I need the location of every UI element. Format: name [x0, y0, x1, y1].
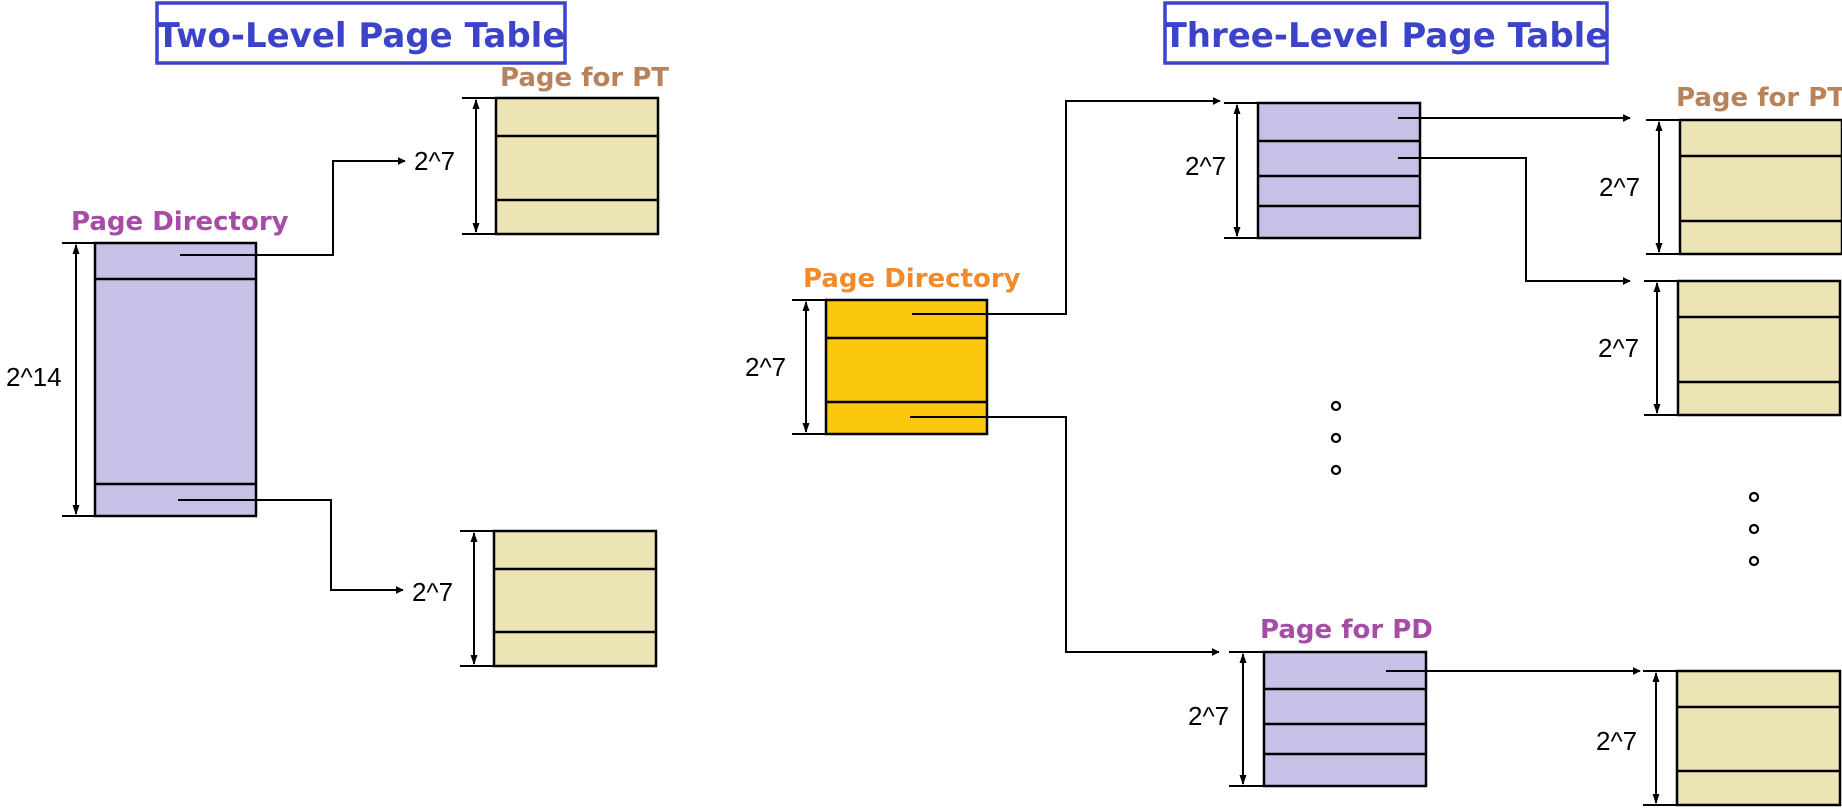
three-level-pt-3-dimension: 2^7: [1596, 670, 1677, 806]
two-level-directory-box: [93, 241, 258, 518]
three-level-title-box: [1163, 1, 1609, 65]
three-level-ellipsis-right: [1748, 491, 1760, 567]
three-level-pt-1: [1678, 118, 1842, 256]
three-level-arrow-dir-to-pd-bottom: [910, 416, 1220, 656]
three-level-directory-label: Page Directory: [803, 264, 1021, 294]
two-level-arrow-bottom: [178, 499, 404, 594]
three-level-top-directory: [824, 298, 989, 436]
three-level-pt-2-size: 2^7: [1598, 333, 1639, 363]
three-level-pt-1-size: 2^7: [1599, 172, 1640, 202]
three-level-top-directory-size: 2^7: [745, 352, 786, 382]
three-level-pd-top-dimension: 2^7: [1185, 102, 1258, 239]
two-level-directory-size: 2^14: [6, 362, 62, 392]
three-level-pt-3-size: 2^7: [1596, 726, 1637, 756]
two-level-arrow-top: [180, 157, 406, 256]
two-level-page-table-bottom-dimension: 2^7: [412, 530, 494, 667]
two-level-page-table-top-size: 2^7: [414, 146, 455, 176]
three-level-top-directory-dimension: 2^7: [745, 299, 826, 435]
two-level-page-table-bottom-size: 2^7: [412, 577, 453, 607]
three-level-section: Three-Level Page Table Page Directory 2^…: [745, 1, 1842, 807]
two-level-section: Two-Level Page Table Page Directory 2^14…: [6, 1, 669, 668]
three-level-ellipsis-middle: [1330, 400, 1342, 476]
three-level-pd-bottom-dimension: 2^7: [1188, 651, 1264, 787]
three-level-pd-top-size: 2^7: [1185, 151, 1226, 181]
three-level-pt-2-dimension: 2^7: [1598, 280, 1678, 416]
three-level-arrow-pd-top-to-pt-2: [1398, 157, 1631, 285]
three-level-title: Three-Level Page Table: [1164, 16, 1609, 56]
three-level-pt-2: [1676, 279, 1842, 417]
two-level-title-box: [155, 1, 567, 65]
two-level-title: Two-Level Page Table: [157, 16, 566, 56]
three-level-pd-bottom-label: Page for PD: [1260, 615, 1433, 645]
two-level-page-table-label: Page for PT: [500, 63, 669, 93]
three-level-pt-3: [1675, 669, 1842, 807]
two-level-page-table-bottom: [492, 529, 658, 668]
two-level-page-directory: [93, 241, 258, 518]
two-level-page-table-top: [494, 96, 660, 236]
two-level-directory-dimension: 2^14: [6, 242, 95, 517]
three-level-arrow-dir-to-pd-top: [912, 97, 1221, 315]
three-level-pt-label: Page for PT: [1676, 83, 1842, 113]
two-level-directory-label: Page Directory: [71, 207, 289, 237]
three-level-pd-bottom-size: 2^7: [1188, 701, 1229, 731]
three-level-pd-bottom: [1262, 650, 1428, 788]
two-level-page-table-top-dimension: 2^7: [414, 97, 496, 235]
three-level-pt-1-dimension: 2^7: [1599, 119, 1680, 255]
three-level-pd-top: [1256, 101, 1422, 240]
